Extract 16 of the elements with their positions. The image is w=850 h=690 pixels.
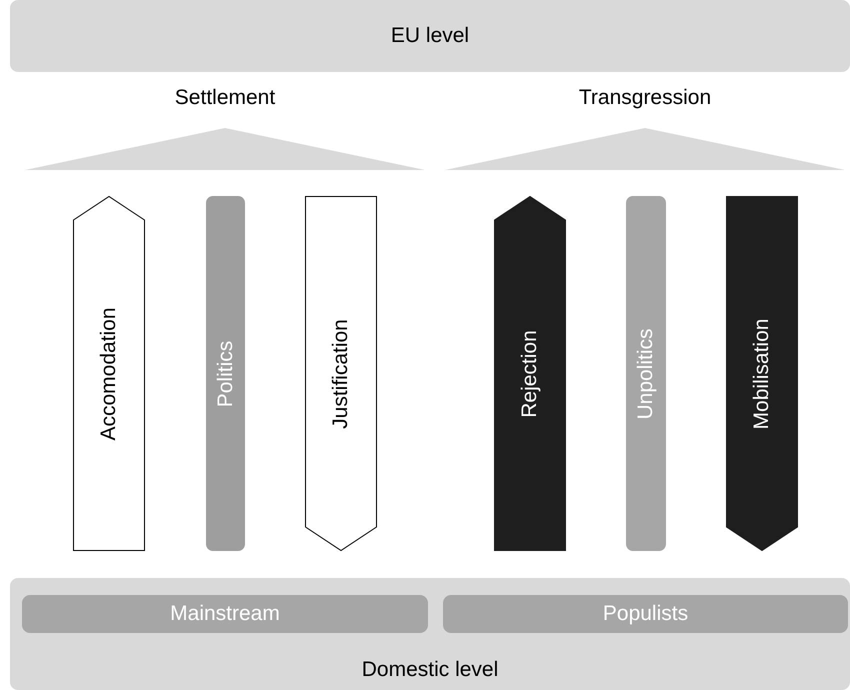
pillar-label: Justification (329, 318, 353, 428)
group-label: Populists (602, 602, 688, 626)
heading: Settlement (174, 86, 276, 110)
heading: Transgression (578, 86, 712, 110)
level-band (10, 0, 850, 72)
band-label: Domestic level (362, 658, 498, 682)
group-bar (22, 595, 428, 633)
level-band (10, 578, 850, 690)
group-bar (443, 595, 848, 633)
pillar-label: Mobilisation (750, 318, 774, 429)
group-label: Mainstream (170, 602, 280, 626)
pillar-label: Politics (214, 340, 238, 407)
pillar-label: Rejection (518, 330, 542, 418)
pillar-label: Unpolitics (634, 328, 658, 420)
band-label: EU level (390, 24, 470, 48)
pillar-label: Accomodation (97, 306, 121, 440)
